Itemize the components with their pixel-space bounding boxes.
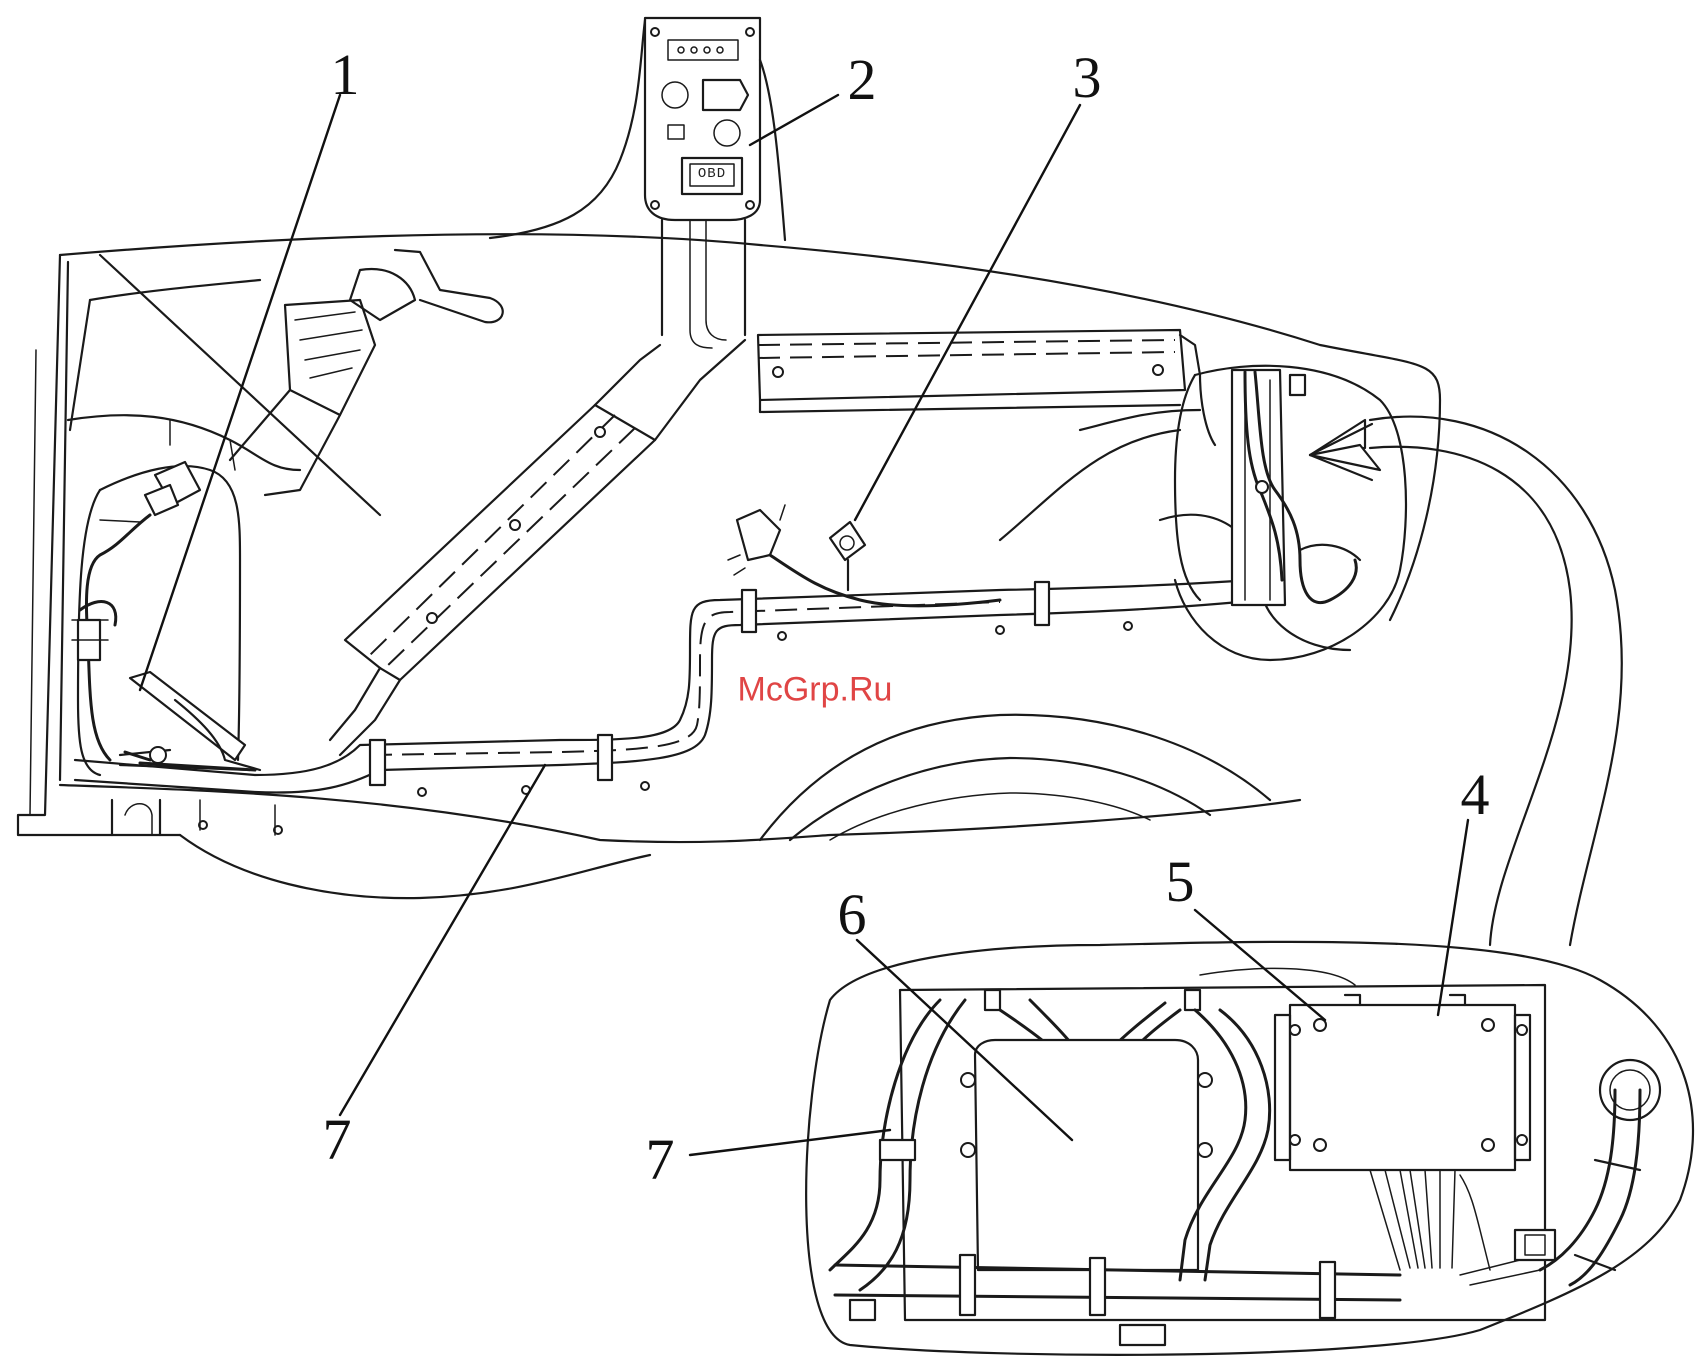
- diagonal-harness-channel: [330, 340, 745, 755]
- callout-1: 1: [331, 46, 360, 104]
- upper-harness-duct: [758, 330, 1215, 445]
- floor-harness-route: [75, 580, 1260, 835]
- callout-4: 4: [1461, 766, 1490, 824]
- callout-2: 2: [848, 51, 877, 109]
- harness-clamps: [199, 582, 1132, 834]
- leader-2: [750, 95, 838, 145]
- right-harness-circle: [1175, 366, 1406, 660]
- watermark: McGrp.Ru: [738, 671, 893, 710]
- callout-5: 5: [1166, 853, 1195, 911]
- callout-7-inset: 7: [646, 1131, 675, 1189]
- callout-3: 3: [1073, 49, 1102, 107]
- vehicle-body-outline: [18, 234, 1440, 898]
- obd-panel: [490, 18, 785, 348]
- inset-detail-view: [806, 942, 1693, 1355]
- callout-6: 6: [838, 886, 867, 944]
- leader-3: [855, 105, 1080, 520]
- detail-arrow: [1310, 417, 1622, 945]
- leader-7a: [340, 765, 545, 1115]
- callout-7-main: 7: [323, 1111, 352, 1169]
- obd-port-label: OBD: [698, 166, 726, 182]
